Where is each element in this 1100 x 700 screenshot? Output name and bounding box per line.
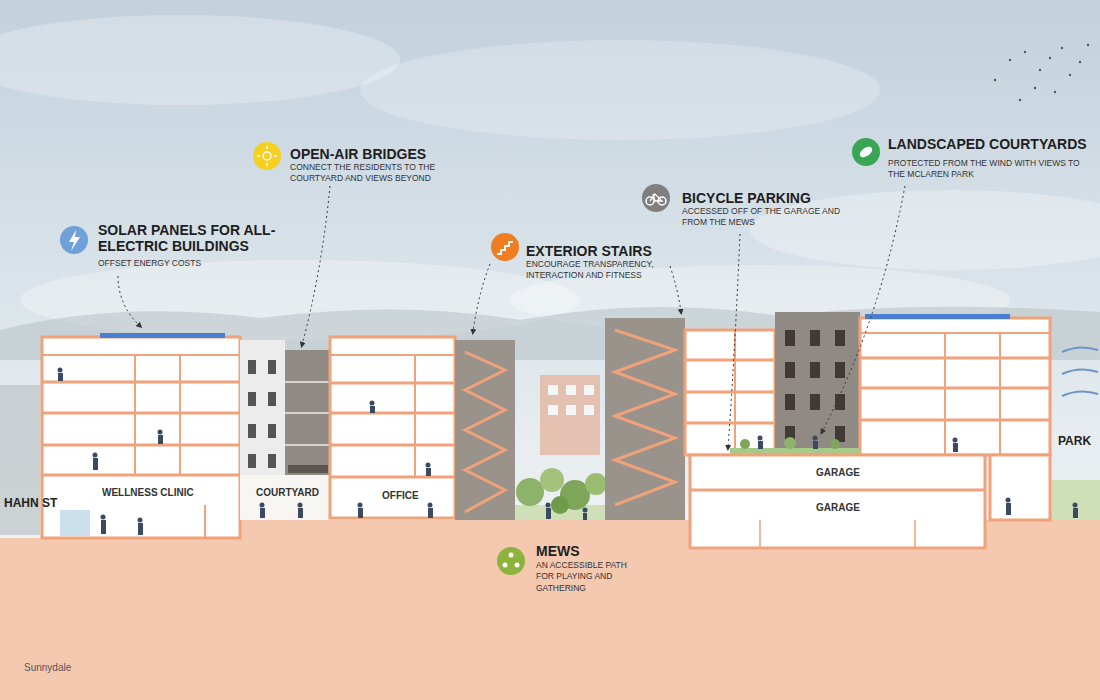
facade-elevation	[240, 340, 330, 520]
street-label: HAHN ST	[4, 496, 57, 510]
room-label: COURTYARD	[256, 487, 319, 499]
callout-text: CONNECT THE RESIDENTS TO THE COURTYARD A…	[290, 162, 460, 185]
building-section-right	[685, 312, 1050, 455]
birds	[994, 44, 1089, 101]
callout-text: ENCOURAGE TRANSPARENCY, INTERACTION AND …	[526, 259, 661, 282]
callout-heading: MEWS	[536, 543, 580, 559]
room-label: WELLNESS CLINIC	[102, 487, 194, 499]
exterior-stair-tower	[455, 340, 515, 520]
callout-heading: OPEN-AIR BRIDGES	[290, 146, 426, 162]
building-section-left	[42, 333, 240, 538]
icon-sun	[253, 142, 281, 170]
callout-heading: BICYCLE PARKING	[682, 190, 811, 206]
wind-arrows	[1062, 347, 1098, 396]
callout-text: PROTECTED FROM THE WIND WITH VIEWS TO TH…	[888, 158, 1088, 181]
building-section-middle	[330, 337, 455, 518]
icon-stairs	[491, 233, 519, 261]
room-label: GARAGE	[816, 502, 860, 514]
callout-heading: SOLAR PANELS FOR ALL-ELECTRIC BUILDINGS	[98, 222, 313, 254]
callout-text: AN ACCESSIBLE PATH FOR PLAYING AND GATHE…	[536, 560, 631, 594]
garage-section	[690, 455, 1050, 548]
solar-panel	[100, 333, 225, 338]
icon-leaf	[852, 138, 880, 166]
park-lawn	[1050, 480, 1100, 520]
place-label: PARK	[1058, 434, 1091, 448]
podium-courtyard	[730, 437, 860, 454]
mews-landscape	[515, 468, 607, 520]
callout-text: OFFSET ENERGY COSTS	[98, 258, 248, 269]
callout-heading: LANDSCAPED COURTYARDS	[888, 136, 1087, 152]
caption: Sunnydale	[24, 662, 71, 673]
icon-solar	[60, 226, 88, 254]
room-label: GARAGE	[816, 467, 860, 479]
callout-text: ACCESSED OFF OF THE GARAGE AND FROM THE …	[682, 206, 842, 229]
people	[58, 368, 1079, 536]
room-label: OFFICE	[382, 490, 419, 502]
icon-bicycle	[642, 184, 670, 212]
icon-people	[497, 547, 525, 575]
exterior-stair-tower	[605, 318, 685, 520]
callout-heading: EXTERIOR STAIRS	[526, 243, 652, 259]
solar-panel	[865, 314, 1010, 319]
open-air-bridge	[288, 465, 328, 473]
